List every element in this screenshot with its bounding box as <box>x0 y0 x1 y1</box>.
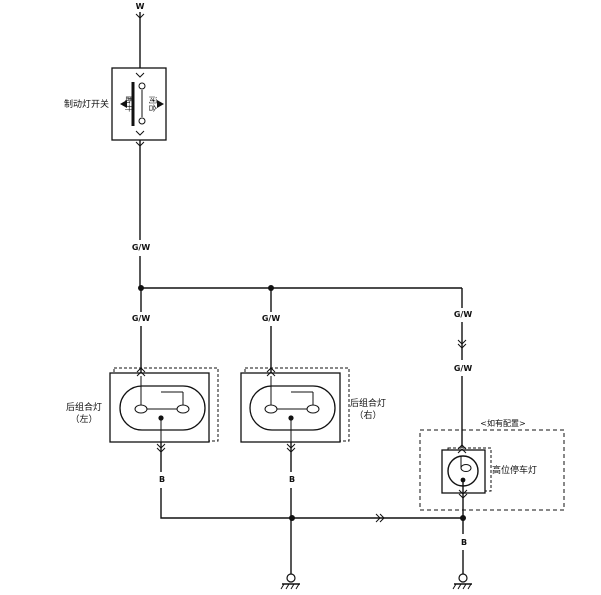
high-mount-lamp-label: 高位停车灯 <box>492 464 537 476</box>
left-lamp-bulb-outline <box>119 385 206 431</box>
switch-bottom-chevron <box>135 130 145 136</box>
wire-label-right-ground: B <box>461 538 467 547</box>
ground-symbol-middle-hatch <box>280 583 300 590</box>
rear-combo-right-label-2: （右） <box>354 409 381 421</box>
ground-ring-right <box>458 573 468 583</box>
wire-label-right-lower: G/W <box>454 364 472 373</box>
switch-top-chevron <box>135 72 145 78</box>
ground-bus-chevron-1 <box>375 513 381 523</box>
junction-ground-right <box>460 515 466 521</box>
right-lamp-top-chevron-1 <box>266 367 276 373</box>
right-lamp-bulb-outline <box>249 385 336 431</box>
switch-terminal-bottom <box>138 117 146 125</box>
wire-label-middle-ground: B <box>289 475 295 484</box>
wire-label-middle-branch: G/W <box>262 314 280 323</box>
ground-bus-chevron-2 <box>379 513 385 523</box>
wire-label-top: W <box>136 2 145 11</box>
hm-lamp-top-chevron-2 <box>457 448 467 454</box>
arrow-left-icon <box>120 100 127 108</box>
optional-note: <如有配置> <box>480 418 525 428</box>
wire-label-left-branch: G/W <box>132 314 150 323</box>
switch-state-on: 闭合 <box>148 96 158 112</box>
arrow-right-icon <box>157 100 164 108</box>
junction-ground-middle <box>289 515 295 521</box>
rear-combo-left-label-1: 后组合灯 <box>66 401 102 413</box>
ground-symbol-right-hatch <box>452 583 472 590</box>
switch-terminal-top <box>138 82 146 90</box>
switch-state-off: 断开 <box>124 96 134 112</box>
wire-label-left-ground: B <box>159 475 165 484</box>
rear-combo-right-label-1: 后组合灯 <box>350 397 386 409</box>
left-lamp-top-chevron-1 <box>136 367 146 373</box>
ground-ring-middle <box>286 573 296 583</box>
hm-lamp-top-chevron-1 <box>457 444 467 450</box>
optional-equipment-region <box>419 429 565 511</box>
rear-combo-left-label-2: （左） <box>70 413 97 425</box>
wire-label-after-switch: G/W <box>132 243 150 252</box>
ground-bus-wire <box>160 488 463 519</box>
brake-switch-label: 制动灯开关 <box>64 98 109 110</box>
right-connector-chevron-1 <box>457 339 467 345</box>
right-lamp-top-chevron-2 <box>266 371 276 377</box>
wire-label-right-upper: G/W <box>454 310 472 319</box>
right-connector-chevron-2 <box>457 343 467 349</box>
left-lamp-top-chevron-2 <box>136 371 146 377</box>
